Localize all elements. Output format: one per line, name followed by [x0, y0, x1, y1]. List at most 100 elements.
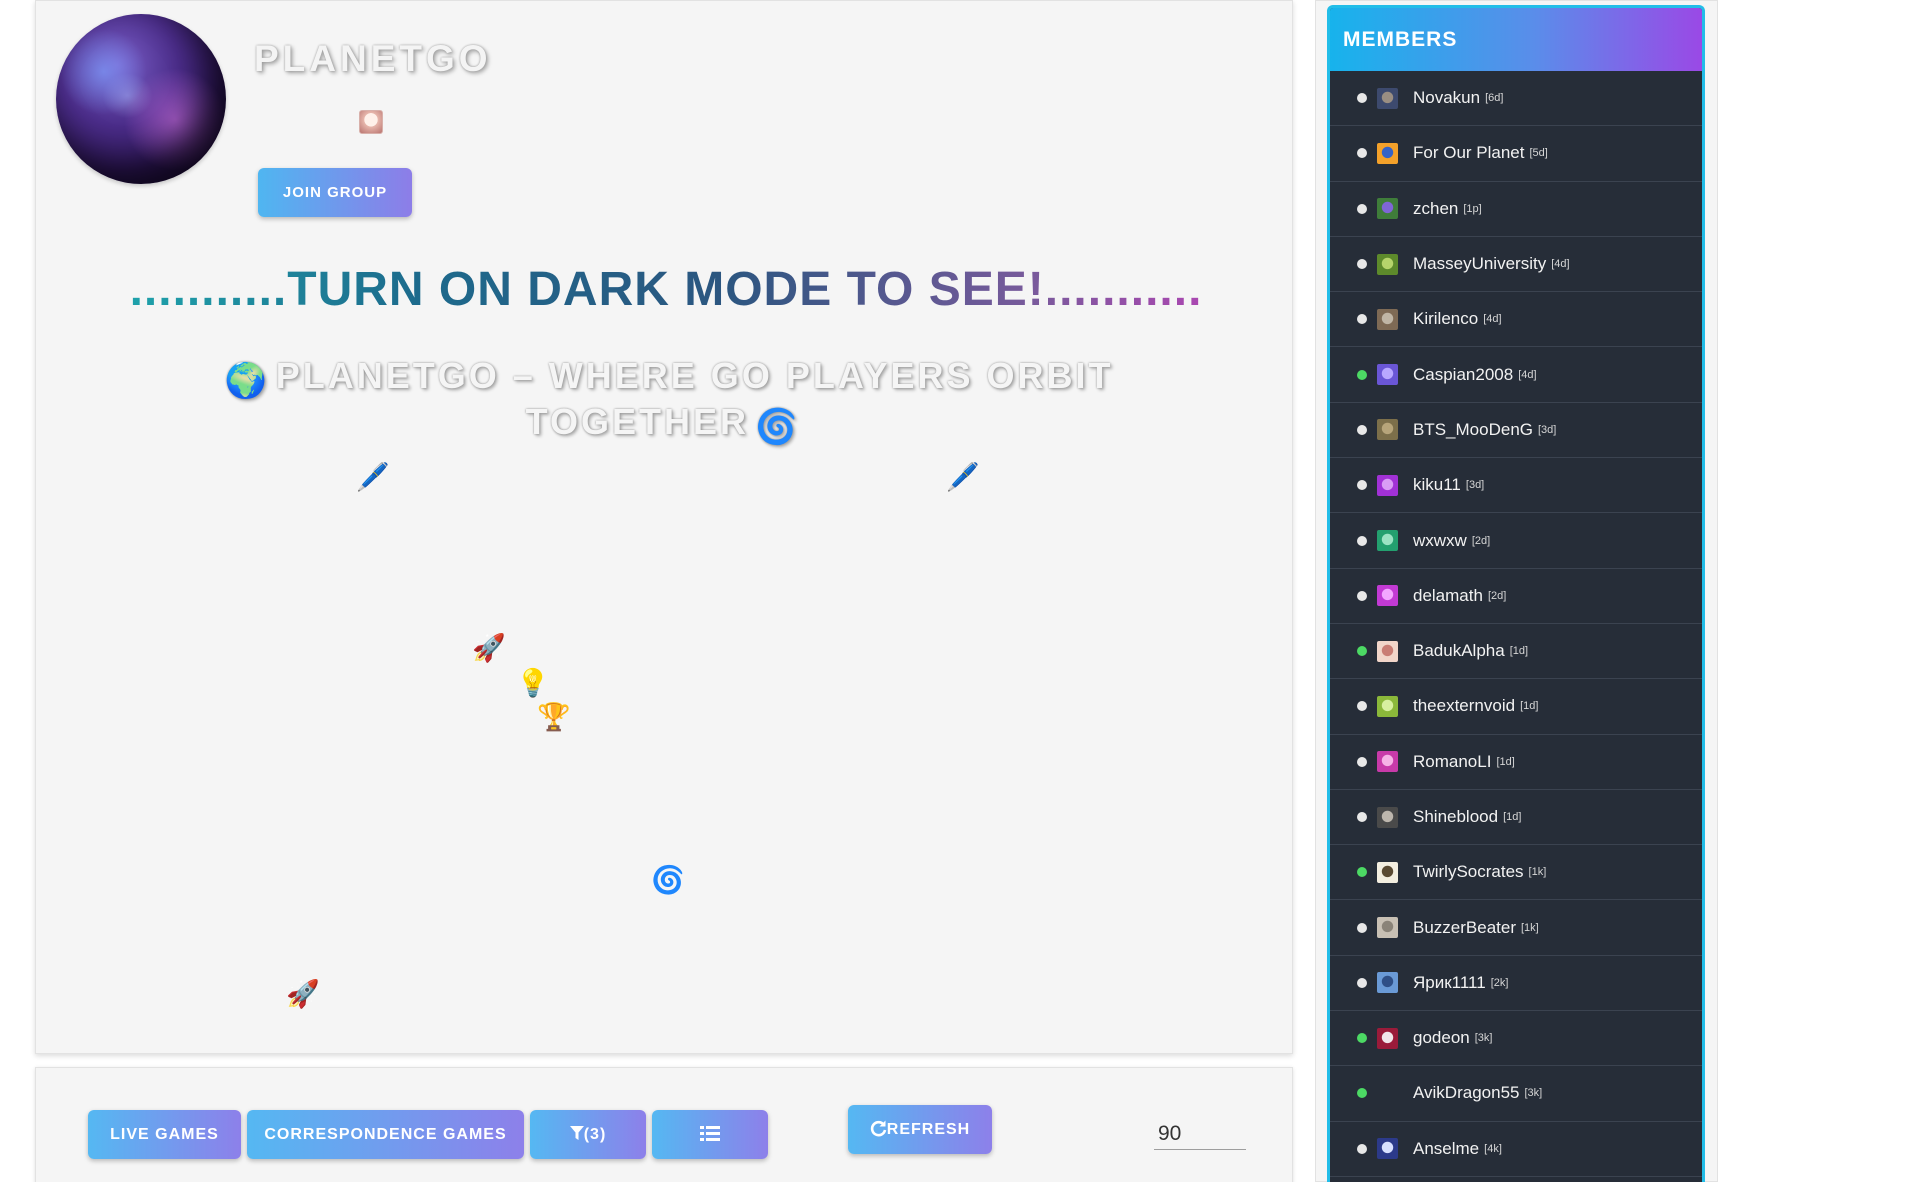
online-status-dot	[1357, 535, 1367, 546]
member-avatar	[1377, 419, 1398, 441]
member-row[interactable]: zchen [1p]	[1330, 182, 1702, 237]
rocket-icon: 🚀	[286, 979, 320, 1010]
live-games-button[interactable]: LIVE GAMES	[88, 1110, 241, 1159]
member-row[interactable]: Ярик1111[2k]	[1330, 956, 1702, 1012]
member-name[interactable]: wxwxw	[1413, 530, 1467, 550]
online-status-dot	[1357, 480, 1367, 491]
member-row[interactable]: TwirlySocrates [1k]	[1330, 845, 1702, 901]
member-name[interactable]: BTS_MooDenG	[1413, 419, 1533, 439]
member-name[interactable]: kiku11	[1413, 475, 1461, 495]
member-row[interactable]: Shineblood [1d]	[1330, 790, 1702, 846]
online-status-dot	[1357, 424, 1367, 435]
member-name[interactable]: Ярик1111	[1413, 972, 1486, 992]
member-row[interactable]	[1330, 1177, 1702, 1182]
member-name[interactable]: Anselme	[1413, 1138, 1480, 1158]
member-row[interactable]: Caspian2008[4d]	[1330, 347, 1702, 403]
member-name[interactable]: BadukAlpha	[1413, 641, 1505, 661]
member-rank: [1p]	[1463, 202, 1482, 215]
member-avatar	[1377, 364, 1398, 386]
group-card: PLANETGO JOIN GROUP ...........TURN ON D…	[35, 0, 1293, 1054]
member-name[interactable]: RomanoLI	[1413, 751, 1492, 771]
member-avatar	[1377, 253, 1398, 275]
online-status-dot	[1357, 1143, 1367, 1154]
member-name[interactable]: For Our Planet	[1413, 143, 1525, 163]
member-rank: [4d]	[1551, 258, 1570, 271]
member-name[interactable]: delamath	[1413, 585, 1483, 605]
list-icon	[700, 1125, 720, 1141]
member-row[interactable]: BTS_MooDenG[3d]	[1330, 403, 1702, 459]
list-view-button[interactable]	[652, 1110, 768, 1159]
member-row[interactable]: wxwxw [2d]	[1330, 513, 1702, 569]
games-count-input[interactable]	[1154, 1118, 1246, 1150]
join-group-button[interactable]: JOIN GROUP	[258, 168, 412, 217]
online-status-dot	[1357, 812, 1367, 822]
member-name[interactable]: TwirlySocrates	[1413, 862, 1524, 882]
member-avatar	[1377, 87, 1398, 109]
member-name[interactable]: Caspian2008	[1413, 364, 1514, 384]
member-rank: [1d]	[1503, 811, 1522, 823]
globe-icon: 🌍	[224, 362, 270, 400]
member-name[interactable]: BuzzerBeater	[1413, 917, 1516, 937]
member-rank: [2d]	[1471, 534, 1491, 547]
online-status-dot	[1357, 314, 1367, 325]
member-row[interactable]: Novakun [6d]	[1330, 71, 1702, 127]
member-name[interactable]: AvikDragon55	[1413, 1083, 1520, 1103]
member-rank: [3k]	[1474, 1032, 1493, 1045]
member-row[interactable]: Kirilenco[4d]	[1330, 292, 1702, 348]
member-row[interactable]: BadukAlpha[1d]	[1330, 624, 1702, 680]
member-rank: [2d]	[1487, 589, 1507, 602]
online-status-dot	[1357, 590, 1367, 601]
tagline-text: PLANETGO – WHERE GO PLAYERS ORBIT TOGETH…	[275, 355, 1114, 442]
member-avatar	[1377, 474, 1398, 496]
member-name[interactable]: zchen	[1413, 198, 1459, 218]
online-status-dot	[1357, 203, 1367, 214]
member-avatar	[1377, 972, 1398, 994]
member-name[interactable]: Shineblood	[1413, 807, 1499, 826]
member-rank: [4k]	[1484, 1142, 1502, 1155]
filter-button[interactable]: (3)	[530, 1110, 646, 1159]
online-status-dot	[1357, 1033, 1367, 1044]
online-status-dot	[1357, 977, 1367, 988]
member-row[interactable]: delamath [2d]	[1330, 569, 1702, 624]
member-avatar	[1377, 751, 1398, 773]
member-avatar	[1377, 640, 1398, 662]
member-name[interactable]: Novakun	[1413, 88, 1481, 108]
members-title: MEMBERS	[1330, 8, 1702, 71]
members-panel: MEMBERS Novakun [6d] For Our Planet [5d] zch…	[1327, 5, 1705, 1182]
member-rank: [1k]	[1528, 866, 1547, 879]
member-avatar	[1377, 695, 1398, 717]
member-name[interactable]: godeon	[1413, 1028, 1470, 1048]
member-row[interactable]: For Our Planet [5d]	[1330, 126, 1702, 182]
member-rank: [5d]	[1529, 147, 1548, 160]
online-status-dot	[1357, 369, 1367, 380]
pen-icon: 🖊️	[356, 462, 390, 493]
member-name[interactable]: MasseyUniversity	[1413, 254, 1547, 274]
member-name[interactable]: Kirilenco	[1413, 309, 1479, 329]
member-name[interactable]: theexternvoid	[1413, 696, 1516, 716]
member-row[interactable]: Anselme [4k]	[1330, 1122, 1702, 1177]
member-avatar	[1377, 1027, 1398, 1049]
trophy-icon: 🏆	[537, 702, 571, 733]
member-row[interactable]: RomanoLI [1d]	[1330, 735, 1702, 790]
member-row[interactable]: theexternvoid[1d]	[1330, 679, 1702, 735]
dark-mode-banner: ...........TURN ON DARK MODE TO SEE!....…	[48, 262, 1284, 317]
member-avatar	[1377, 530, 1398, 552]
refresh-button[interactable]: REFRESH	[848, 1105, 992, 1154]
group-planet-logo	[56, 14, 226, 184]
member-row[interactable]: AvikDragon55[3k]	[1330, 1066, 1702, 1122]
online-status-dot	[1357, 646, 1367, 657]
member-rank: [3d]	[1465, 479, 1485, 492]
member-row[interactable]: kiku11 [3d]	[1330, 458, 1702, 514]
member-row[interactable]: godeon [3k]	[1330, 1011, 1702, 1067]
galaxy-icon: 🌀	[755, 408, 801, 446]
group-admin-avatar[interactable]	[359, 110, 383, 134]
member-rank: [6d]	[1485, 92, 1504, 105]
galaxy-icon: 🌀	[651, 865, 685, 896]
online-status-dot	[1357, 922, 1367, 933]
correspondence-games-button[interactable]: CORRESPONDENCE GAMES	[247, 1110, 524, 1159]
member-rank: [1d]	[1496, 755, 1515, 768]
online-status-dot	[1357, 259, 1367, 270]
member-row[interactable]: BuzzerBeater[1k]	[1330, 900, 1702, 956]
online-status-dot	[1357, 701, 1367, 712]
member-row[interactable]: MasseyUniversity [4d]	[1330, 237, 1702, 293]
